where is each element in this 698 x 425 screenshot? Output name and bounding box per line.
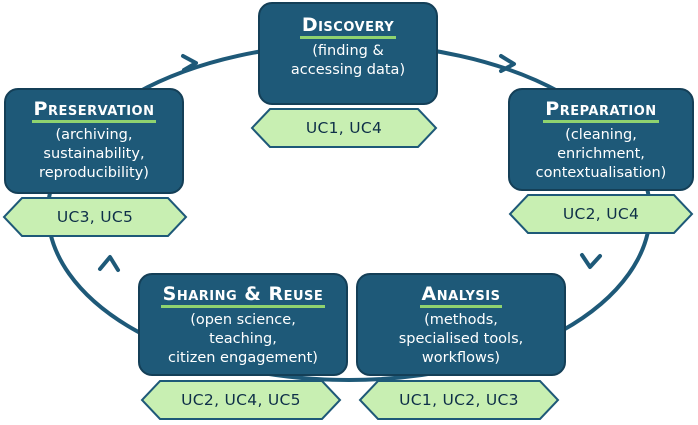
stage-analysis-title: Analysis	[419, 283, 503, 308]
stage-preservation-line-1: (archiving,	[55, 127, 133, 143]
stage-preparation-line-2: enrichment,	[557, 146, 645, 162]
stage-preparation-line-1: (cleaning,	[565, 127, 637, 143]
stage-sharing-reuse-box: Sharing & Reuse (open science, teaching,…	[138, 273, 348, 376]
cycle-arrow-left	[98, 255, 120, 272]
stage-preservation-line-2: sustainability,	[43, 146, 145, 162]
stage-analysis-line-2: specialised tools,	[398, 331, 524, 347]
stage-analysis-box: Analysis (methods, specialised tools, wo…	[356, 273, 566, 376]
stage-preparation-box: Preparation (cleaning, enrichment, conte…	[508, 88, 694, 191]
stage-sharing-reuse-line-1: (open science,	[190, 312, 296, 328]
stage-preparation-use-cases: UC2, UC4	[508, 193, 694, 235]
stage-discovery-title: Discovery	[299, 14, 397, 39]
stage-discovery-line-2: accessing data)	[290, 62, 406, 78]
stage-discovery-line-1: (finding &	[312, 43, 384, 59]
stage-discovery-box: Discovery (finding & accessing data)	[258, 2, 438, 105]
stage-analysis-use-cases-label: UC1, UC2, UC3	[399, 391, 519, 409]
stage-discovery-use-cases: UC1, UC4	[250, 107, 438, 149]
stage-sharing-reuse-use-cases: UC2, UC4, UC5	[140, 379, 342, 421]
stage-sharing-reuse-use-cases-label: UC2, UC4, UC5	[181, 391, 301, 409]
cycle-arrow-top-left	[181, 54, 198, 72]
stage-preparation-line-3: contextualisation)	[535, 165, 667, 181]
stage-preparation-title: Preparation	[543, 98, 659, 123]
stage-sharing-reuse-line-3: citizen engagement)	[168, 350, 318, 366]
stage-sharing-reuse-title: Sharing & Reuse	[160, 283, 326, 308]
stage-preservation-line-3: reproducibility)	[39, 165, 149, 181]
stage-preservation-use-cases-label: UC3, UC5	[56, 208, 134, 226]
stage-preservation-use-cases: UC3, UC5	[2, 196, 188, 238]
stage-analysis-line-1: (methods,	[424, 312, 498, 328]
stage-preservation-title: Preservation	[31, 98, 157, 123]
stage-analysis-use-cases: UC1, UC2, UC3	[358, 379, 560, 421]
stage-preservation-box: Preservation (archiving, sustainability,…	[4, 88, 184, 194]
cycle-arrow-top-right	[499, 54, 516, 73]
cycle-arrow-right	[580, 253, 602, 269]
stage-analysis-line-3: workflows)	[421, 350, 501, 366]
stage-sharing-reuse-line-2: teaching,	[209, 331, 277, 347]
stage-discovery-use-cases-label: UC1, UC4	[305, 119, 383, 137]
stage-preparation-use-cases-label: UC2, UC4	[562, 205, 640, 223]
